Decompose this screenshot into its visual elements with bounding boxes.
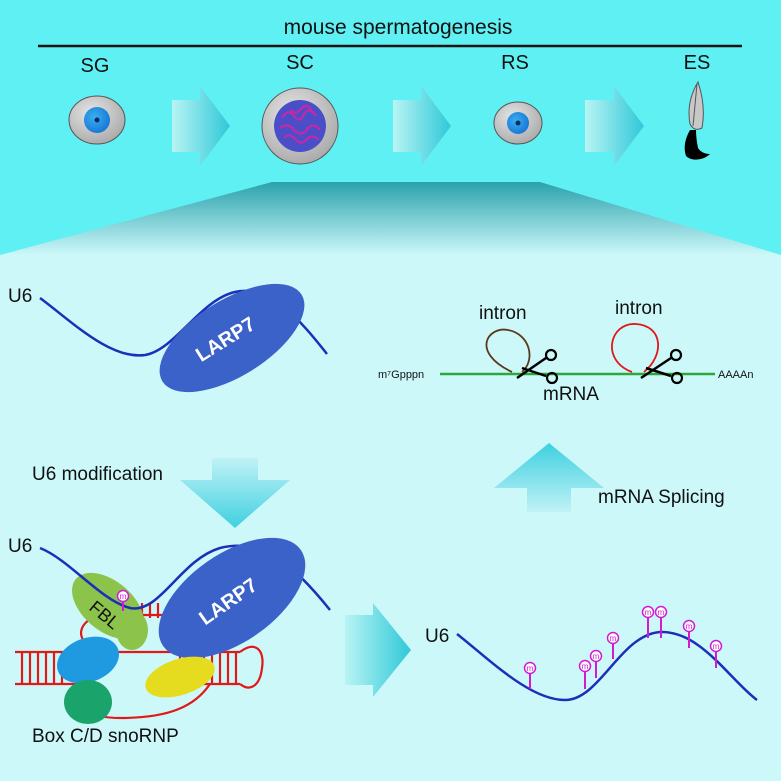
methyl-marker-label: m — [686, 622, 693, 631]
scissors-icon-1 — [516, 348, 559, 385]
snornp-label: Box C/D snoRNP — [32, 726, 179, 747]
round-spermatid-cell — [493, 101, 543, 145]
u6-rna-strand-modified — [456, 630, 758, 702]
stage-arrow-3 — [585, 86, 644, 166]
mrna-label: mRNA — [543, 384, 599, 405]
elongating-spermatid-cell — [684, 80, 710, 160]
splicing-label: mRNA Splicing — [598, 487, 725, 508]
methyl-marker-label: m — [593, 652, 600, 661]
polya-label: AAAAn — [718, 369, 753, 381]
stage-label-sg: SG — [81, 55, 110, 77]
result-arrow — [345, 603, 411, 697]
methyl-marker: m — [654, 605, 668, 638]
methyl-marker-complex: m — [116, 589, 130, 611]
larp7-protein-top: LARP7 — [159, 283, 305, 393]
larp7-protein-bottom: LARP7 — [158, 537, 306, 659]
snornp-protein-blue — [57, 636, 119, 684]
splicing-arrow — [494, 443, 604, 512]
spermatocyte-cell — [261, 87, 339, 165]
fbl-protein-lobe — [116, 610, 148, 650]
methyl-marker: m — [589, 649, 603, 678]
methyl-marker-label: m — [120, 592, 127, 601]
stage-arrow-2 — [393, 86, 451, 166]
header-title: mouse spermatogenesis — [284, 16, 513, 39]
methyl-marker: m — [641, 605, 655, 638]
intron-label-2: intron — [615, 298, 663, 319]
u6-label-bottom: U6 — [8, 536, 32, 557]
methyl-marker-label: m — [582, 662, 589, 671]
intron-loop-1 — [485, 328, 531, 373]
u6-label-mod: U6 — [425, 626, 449, 647]
cap-label: m⁷Gpppn — [378, 369, 424, 381]
scissors-icon-2 — [640, 348, 684, 385]
snornp-protein-green — [64, 680, 112, 724]
methyl-marker-label: m — [645, 608, 652, 617]
stage-arrow-1 — [172, 86, 230, 166]
bottom-panel-background — [0, 255, 781, 781]
zoom-projection — [0, 182, 781, 255]
methyl-marker: m — [578, 659, 592, 689]
snornp-protein-yellow — [145, 656, 215, 698]
methyl-marker: m — [709, 639, 723, 668]
u6-label-top: U6 — [8, 286, 32, 307]
stage-label-rs: RS — [501, 52, 529, 74]
methyl-marker-label: m — [527, 664, 534, 673]
modification-label: U6 modification — [32, 464, 163, 485]
modification-arrow — [180, 458, 290, 528]
methyl-marker: m — [606, 631, 620, 659]
methyl-marker-label: m — [713, 642, 720, 651]
methyl-marker: m — [682, 619, 696, 648]
stage-label-es: ES — [684, 52, 711, 74]
methyl-marker-label: m — [610, 634, 617, 643]
intron-label-1: intron — [479, 303, 527, 324]
methyl-marker: m — [523, 661, 537, 689]
methyl-marker-label: m — [658, 608, 665, 617]
spermatogonium-cell — [68, 95, 126, 145]
intron-loop-2 — [611, 323, 659, 373]
stage-label-sc: SC — [286, 52, 314, 74]
